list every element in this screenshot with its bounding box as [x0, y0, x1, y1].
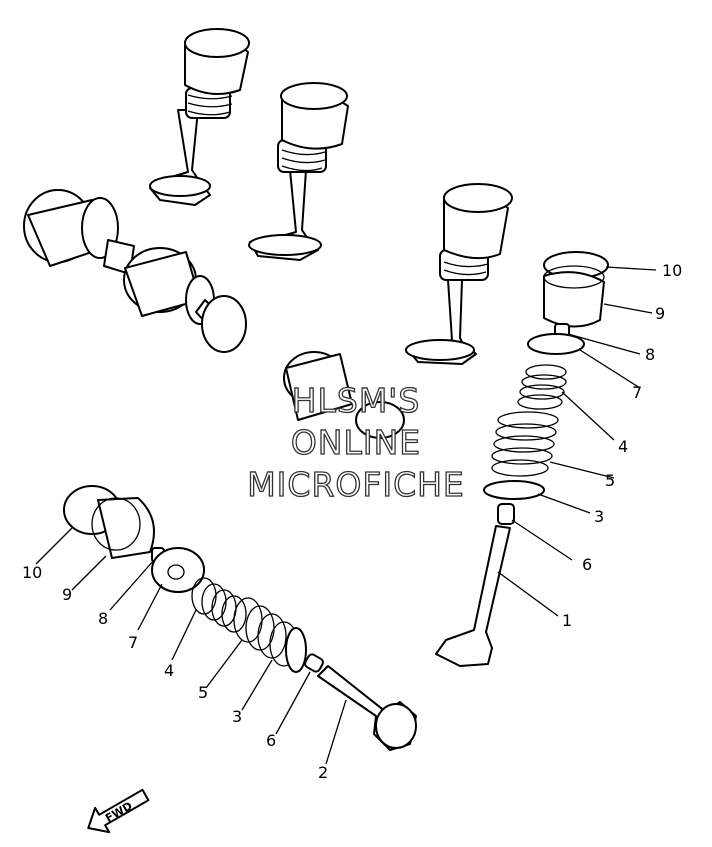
r-lifter [543, 271, 605, 328]
leader-lines [35, 266, 657, 765]
callout-l9: 9 [62, 585, 72, 604]
callout-l2: 2 [318, 763, 328, 782]
l-outer-spring [233, 597, 299, 667]
callout-l6: 6 [266, 731, 276, 750]
callout-l10: 10 [22, 563, 42, 582]
callout-l5: 5 [198, 683, 208, 702]
watermark-line-1: HLSM'S [292, 381, 421, 420]
watermark-line-3: MICROFICHE [247, 465, 465, 504]
valve-assembly-left-exploded [63, 485, 417, 751]
l-lifter [97, 497, 155, 559]
callout-labels: 10 9 8 7 4 5 3 6 1 10 9 8 7 4 5 3 6 2 [22, 261, 682, 782]
callout-l4: 4 [164, 661, 174, 680]
callout-r9: 9 [655, 304, 665, 323]
valve-assembly-center-partial [283, 351, 405, 439]
fwd-arrow-icon [87, 788, 150, 834]
watermark: HLSM'S ONLINE MICROFICHE [247, 380, 465, 504]
r-outer-spring [491, 411, 559, 477]
l-inner-spring [191, 577, 247, 633]
callout-r1: 1 [562, 611, 572, 630]
valve-assembly-top-left [149, 28, 250, 206]
callout-r4: 4 [618, 437, 628, 456]
valve-assembly-top-center [248, 82, 349, 261]
r-seat [483, 480, 545, 500]
watermark-line-2: ONLINE [291, 423, 421, 462]
r-inner-spring [517, 364, 567, 410]
callout-r7: 7 [632, 383, 642, 402]
r-valve [435, 525, 511, 667]
callout-r8: 8 [645, 345, 655, 364]
valve-assembly-center-right [405, 183, 513, 365]
callout-r3: 3 [594, 507, 604, 526]
l-seat [285, 627, 307, 673]
callout-r6: 6 [582, 555, 592, 574]
valve-assembly-right-exploded [435, 251, 609, 667]
callout-r5: 5 [605, 471, 615, 490]
l-retainer [151, 547, 205, 593]
fwd-arrow: FWD [87, 788, 150, 834]
r-retainer [527, 333, 585, 355]
callout-l3: 3 [232, 707, 242, 726]
callout-l8: 8 [98, 609, 108, 628]
r-stem-seal [497, 503, 515, 525]
callout-l7: 7 [128, 633, 138, 652]
l-stem-seal [304, 653, 324, 673]
valve-assembly-left-tilted [23, 189, 247, 353]
callout-r10: 10 [662, 261, 682, 280]
